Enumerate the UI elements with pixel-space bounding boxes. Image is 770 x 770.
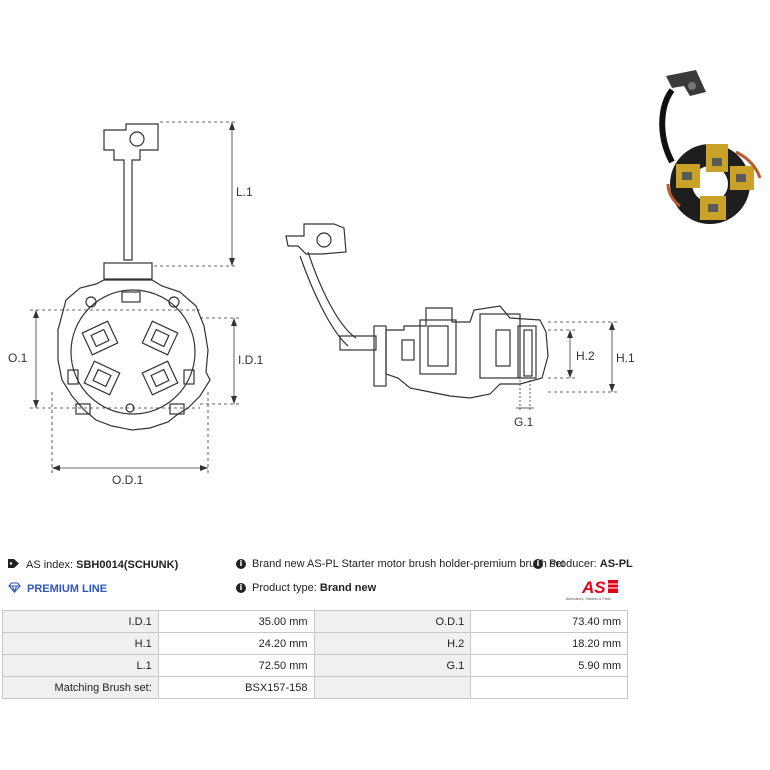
product-type-row: i Product type: Brand new [236, 582, 376, 594]
producer-row: i Producer: AS-PL [533, 558, 633, 570]
as-index-label: AS index: [26, 559, 74, 571]
as-pl-logo: AS Alternators, Starters & Parts [566, 578, 618, 601]
info-icon: i [533, 559, 543, 569]
spec-value [470, 676, 628, 699]
producer-label: Producer: [549, 558, 597, 570]
tag-icon [8, 558, 20, 572]
spec-label [313, 676, 472, 699]
table-row: L.1 72.50 mm G.1 5.90 mm [2, 654, 628, 677]
dim-label-h2: H.2 [576, 349, 595, 363]
spec-value: 72.50 mm [157, 654, 315, 677]
specs-table: I.D.1 35.00 mm O.D.1 73.40 mm H.1 24.20 … [2, 610, 628, 699]
dim-label-id1: I.D.1 [238, 353, 264, 367]
info-icon: i [236, 559, 246, 569]
description-row: i Brand new AS-PL Starter motor brush ho… [236, 558, 565, 570]
spec-value: BSX157-158 [157, 676, 315, 699]
dim-label-h1: H.1 [616, 351, 635, 365]
spec-value: 73.40 mm [470, 610, 628, 633]
product-photo [659, 70, 762, 224]
dim-label-l1: L.1 [236, 185, 253, 199]
logo-tagline: Alternators, Starters & Parts [566, 597, 611, 601]
as-index-value: SBH0014(SCHUNK) [76, 559, 179, 571]
spec-label: H.1 [2, 632, 159, 655]
product-type-value: Brand new [319, 582, 377, 594]
info-icon: i [236, 583, 246, 593]
diamond-icon [8, 582, 21, 596]
dim-label-od1: O.D.1 [112, 473, 144, 487]
table-row: Matching Brush set: BSX157-158 [2, 676, 628, 699]
as-index-row: AS index: SBH0014(SCHUNK) [8, 558, 178, 572]
premium-line-row: PREMIUM LINE [8, 582, 107, 596]
producer-value: AS-PL [599, 558, 633, 570]
logo-text: AS [581, 578, 606, 597]
spec-label: G.1 [313, 654, 472, 677]
spec-label: H.2 [313, 632, 472, 655]
spec-label: O.D.1 [313, 610, 472, 633]
spec-value: 35.00 mm [157, 610, 315, 633]
description-text: Brand new AS-PL Starter motor brush hold… [252, 558, 565, 570]
spec-value: 24.20 mm [157, 632, 315, 655]
spec-label: Matching Brush set: [2, 676, 159, 699]
spec-label: L.1 [2, 654, 159, 677]
technical-drawing: L.1 O.1 I.D.1 O.D.1 H.1 H.2 G.1 [8, 121, 635, 487]
premium-line-text: PREMIUM LINE [27, 583, 108, 595]
dim-label-o1: O.1 [8, 351, 28, 365]
spec-value: 5.90 mm [470, 654, 628, 677]
spec-label: I.D.1 [2, 610, 159, 633]
table-row: H.1 24.20 mm H.2 18.20 mm [2, 632, 628, 655]
table-row: I.D.1 35.00 mm O.D.1 73.40 mm [2, 610, 628, 633]
spec-value: 18.20 mm [470, 632, 628, 655]
product-type-label: Product type: [252, 582, 317, 594]
dim-label-g1: G.1 [514, 415, 534, 429]
